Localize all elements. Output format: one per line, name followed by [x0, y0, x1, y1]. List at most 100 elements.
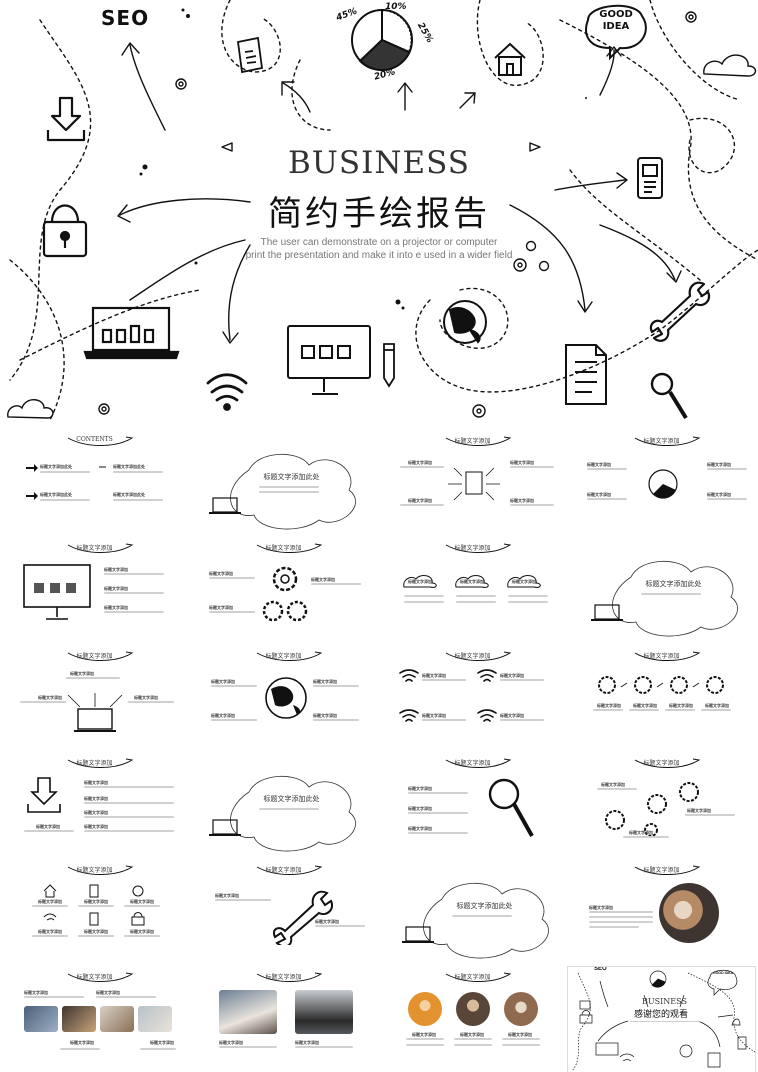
item-label: 标题文字添加 [130, 899, 154, 904]
item-label: 标题文字添加 [460, 1032, 484, 1037]
item-label: 标题文字添加 [707, 462, 731, 467]
download-icon [27, 777, 61, 813]
thumb-thank-you[interactable]: SEO GOOD IDEA BUSINESS 感谢您的观看 [567, 966, 756, 1072]
wrench-icon [273, 890, 333, 945]
item-label: 标题文字添加 [315, 919, 339, 924]
thumb-photo-strip[interactable]: 标题文字添加 标题文字添加 标题文字添加 标题文字添加 标题文字添加 [0, 966, 189, 1072]
hero-slide[interactable]: SEO GOOD IDEA 45% 10% 25% 20% BUSINESS 简… [0, 0, 758, 428]
item-label: 标题文字添加 [134, 695, 158, 700]
magnifier-icon [488, 778, 534, 837]
phone-icon [637, 157, 663, 199]
cloud-title: 标题文字添加此处 [263, 796, 320, 803]
item-label: 标题文字添加 [669, 703, 693, 708]
item-label: 标题文字添加 [408, 498, 432, 503]
hero-title-en: BUSINESS [287, 145, 471, 181]
thumb-document[interactable]: 标题文字添加 标题文字添加 标题文字添加 标题文字添加 标题文字添加 [378, 430, 567, 537]
item-label: 标题文字添加 [209, 571, 233, 576]
globe-icon [443, 300, 487, 344]
thumb-gear-steps[interactable]: 标题文字添加 标题文字添加 标题文字添加 标题文字添加 标题文字添加 [567, 645, 756, 752]
contents-item-3: 标题文字添加此处 [40, 492, 72, 497]
photo-4 [138, 1006, 172, 1032]
slide-title: 标题文字添加 [76, 868, 113, 874]
end-title-en: BUSINESS [642, 997, 687, 1006]
hero-subtitle-line2: print the presentation and make it into … [245, 250, 513, 261]
photo-circle-1 [408, 992, 442, 1026]
item-label: 标题文字添加 [219, 1040, 243, 1045]
item-label: 标题文字添加 [104, 586, 128, 591]
arrow-icon [26, 464, 106, 500]
item-label: 标题文字添加 [500, 713, 524, 718]
thumb-wifi[interactable]: 标题文字添加 标题文字添加 标题文字添加 标题文字添加 标题文字添加 [378, 645, 567, 752]
thumb-wrench[interactable]: 标题文字添加 标题文字添加 标题文字添加 [189, 859, 378, 966]
wifi-icon [206, 373, 248, 411]
photo-office [295, 990, 353, 1034]
item-label: 标题文字添加 [408, 460, 432, 465]
title-swoosh [445, 543, 512, 553]
item-label: 标题文字添加 [84, 899, 108, 904]
thumb-contents[interactable]: CONTENTS 标题文字添加此处 标题文字添加此处 标题文字添加此处 标题文字… [0, 430, 189, 537]
title-swoosh [256, 972, 323, 982]
thumb-monitor[interactable]: 标题文字添加 标题文字添加 标题文字添加 标题文字添加 [0, 537, 189, 644]
thumb-cloud-summary[interactable]: 标题文字添加此处 [567, 537, 756, 644]
home-icon [494, 42, 526, 76]
item-label: 标题文字添加 [313, 713, 337, 718]
icon-grid [43, 884, 145, 926]
item-label: 标题文字添加 [38, 899, 62, 904]
item-label: 标题文字添加 [408, 579, 432, 584]
thumb-two-photos[interactable]: 标题文字添加 标题文字添加 标题文字添加 [189, 966, 378, 1072]
thumb-laptop[interactable]: 标题文字添加 标题文字添加 标题文字添加 标题文字添加 [0, 645, 189, 752]
thumb-icon-grid[interactable]: 标题文字添加 标题文字添加 标题文字添加 标题文字添加 标题文字添加 标题文字添… [0, 859, 189, 966]
hero-subtitle-line1: The user can demonstrate on a projector … [260, 237, 498, 248]
item-label: 标题文字添加 [295, 1040, 319, 1045]
thumb-cloud-intro[interactable]: 标题文字添加此处 [189, 430, 378, 537]
slide-title: 标题文字添加 [265, 868, 302, 874]
item-label: 标题文字添加 [587, 492, 611, 497]
pie-chart-icon [648, 469, 678, 499]
thumb-pie[interactable]: 标题文字添加 标题文字添加 标题文字添加 标题文字添加 标题文字添加 [567, 430, 756, 537]
title-swoosh [67, 758, 134, 768]
thumb-globe[interactable]: 标题文字添加 标题文字添加 标题文字添加 标题文字添加 标题文字添加 [189, 645, 378, 752]
item-label: 标题文字添加 [687, 808, 711, 813]
thumb-magnifier[interactable]: 标题文字添加 标题文字添加 标题文字添加 标题文字添加 [378, 752, 567, 859]
item-label: 标题文字添加 [707, 492, 731, 497]
item-label: 标题文字添加 [510, 498, 534, 503]
item-label: 标题文字添加 [629, 830, 653, 835]
item-label: 标题文字添加 [587, 462, 611, 467]
photo-circle-2 [456, 992, 490, 1026]
thumb-photo-circle[interactable]: 标题文字添加 标题文字添加 [567, 859, 756, 966]
title-swoosh [634, 436, 701, 446]
thumb-gears[interactable]: 标题文字添加 标题文字添加 标题文字添加 标题文字添加 [189, 537, 378, 644]
item-label: 标题文字添加 [84, 929, 108, 934]
thumb-puzzle-gears[interactable]: 标题文字添加 标题文字添加 标题文字添加 标题文字添加 [567, 752, 756, 859]
cloud-frame-icon [591, 560, 738, 637]
thumb-cloud-end[interactable]: 标题文字添加此处 [378, 859, 567, 966]
cloud-icon [7, 54, 757, 419]
contents-title: CONTENTS [76, 436, 113, 443]
wrench-icon [649, 281, 711, 342]
slide-title: 标题文字添加 [76, 546, 113, 552]
thumb-cloud-mid[interactable]: 标题文字添加此处 [189, 752, 378, 859]
item-label: 标题文字添加 [508, 1032, 532, 1037]
slide-title: 标题文字添加 [454, 975, 491, 981]
gear-icon [262, 566, 308, 622]
thumb-download[interactable]: 标题文字添加 标题文字添加 标题文字添加 标题文字添加 标题文字添加 标题文字添… [0, 752, 189, 859]
item-label: 标题文字添加 [510, 460, 534, 465]
item-label: 标题文字添加 [84, 780, 108, 785]
item-label: 标题文字添加 [597, 703, 621, 708]
cloud-title: 标题文字添加此处 [456, 903, 513, 910]
item-label: 标题文字添加 [36, 824, 60, 829]
title-swoosh [67, 543, 134, 553]
title-swoosh [67, 436, 134, 446]
magnifier-icon [650, 372, 688, 420]
thumb-clouds[interactable]: 标题文字添加 标题文字添加 标题文字添加 标题文字添加 [378, 537, 567, 644]
item-label: 标题文字添加 [150, 1040, 174, 1045]
item-label: 标题文字添加 [96, 990, 120, 995]
monitor-icon [23, 564, 91, 620]
cloud-icon [403, 575, 541, 588]
thumb-three-circles[interactable]: 标题文字添加 标题文字添加 标题文字添加 标题文字添加 [378, 966, 567, 1072]
slide-title: 标题文字添加 [265, 975, 302, 981]
title-swoosh [634, 651, 701, 661]
item-label: 标题文字添加 [313, 679, 337, 684]
download-icon [46, 96, 86, 142]
slide-title: 标题文字添加 [76, 975, 113, 981]
